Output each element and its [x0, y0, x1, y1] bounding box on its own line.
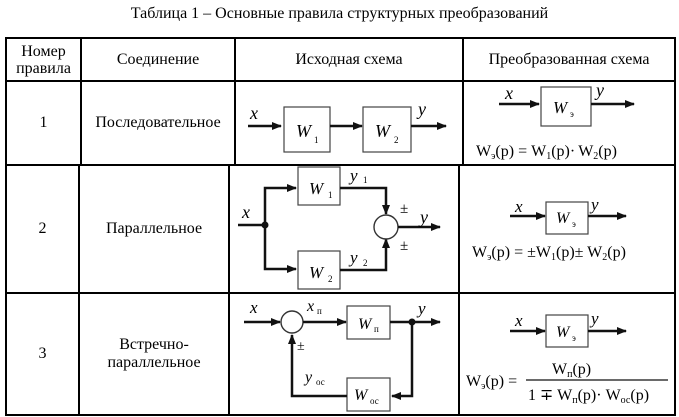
svg-text:э: э	[572, 333, 576, 343]
label-y1: y	[348, 166, 358, 185]
label-y: y	[418, 207, 428, 227]
label-x: x	[514, 311, 523, 330]
formula-row-3-lhs: Wэ(p) =	[466, 373, 517, 392]
label-x: x	[504, 83, 513, 103]
block-w2: W	[309, 263, 325, 282]
block-we-sub: э	[570, 109, 574, 119]
row-3-number: 3	[38, 345, 47, 362]
table-border	[234, 37, 236, 165]
svg-text:1: 1	[363, 175, 368, 185]
label-y2: y	[348, 248, 358, 267]
label-x: x	[249, 103, 258, 123]
svg-text:п: п	[374, 324, 379, 334]
row-1-converted-diagram: x y W э Wэ(p) =W1(p)·W2(p)	[476, 80, 635, 162]
block-we: W	[553, 98, 569, 117]
svg-text:1: 1	[328, 190, 333, 200]
label-y: y	[594, 80, 604, 100]
label-x: x	[249, 298, 258, 317]
sign-top: ±	[400, 201, 408, 217]
row-2-converted-diagram: x y W э Wэ(p) = ±W1(p)± W2(p)	[472, 195, 627, 263]
formula-row-3-numerator: Wп(p)	[552, 361, 591, 380]
svg-text:ос: ос	[316, 377, 325, 387]
table-border	[674, 37, 676, 416]
formula-row-3-denominator: 1 ∓ Wп(p)· Wос(p)	[528, 387, 649, 406]
svg-text:ос: ос	[370, 396, 379, 406]
svg-text:э: э	[572, 219, 576, 229]
label-xp: x	[306, 298, 314, 315]
row-3-connection: Встречно- параллельное	[107, 336, 201, 371]
svg-text:2: 2	[363, 258, 368, 268]
block-w2: W	[375, 121, 392, 141]
row-1-original-diagram: x y W 1 W 2	[248, 99, 447, 153]
table-border	[5, 164, 676, 166]
header-rule-number: Номер правила	[16, 42, 71, 77]
row-3-converted-diagram: x y W э Wэ(p) = Wп(p) 1 ∓ Wп(p)· Wос(p)	[466, 309, 668, 406]
label-y: y	[589, 195, 599, 214]
header-original-scheme: Исходная схема	[295, 50, 403, 68]
label-y: y	[416, 99, 426, 119]
header-connection: Соединение	[116, 50, 200, 68]
row-2-number: 2	[38, 220, 47, 237]
svg-text:п: п	[317, 306, 322, 316]
block-woc: W	[354, 387, 369, 404]
row-1-connection: Последовательное	[95, 114, 221, 131]
table-border	[78, 164, 80, 416]
block-we: W	[556, 324, 571, 341]
block-w1: W	[296, 121, 313, 141]
label-x: x	[514, 197, 523, 216]
block-w1-sub: 1	[314, 135, 319, 145]
feedback-sign: ±	[297, 339, 305, 354]
table-border	[5, 292, 676, 294]
header-converted-scheme: Преобразованная схема	[488, 50, 650, 68]
table-border	[5, 80, 676, 82]
label-y: y	[416, 299, 426, 318]
row-2-connection: Параллельное	[105, 220, 203, 237]
label-yoc: y	[303, 369, 313, 386]
block-wp: W	[358, 316, 373, 333]
row-3-original-diagram: x y x п ± W п W ос y ос	[244, 298, 441, 412]
formula-row-2: Wэ(p) = ±W1(p)± W2(p)	[472, 244, 626, 263]
table-border	[228, 164, 230, 416]
formula-row-1: Wэ(p) =W1(p)·W2(p)	[476, 143, 617, 162]
table-border	[458, 164, 460, 416]
row-2-original-diagram: x y y 1 y 2 ± ± W 1 W 2	[238, 166, 441, 290]
row-1-number: 1	[39, 114, 48, 131]
block-we: W	[556, 210, 571, 227]
label-y: y	[589, 309, 599, 328]
label-x: x	[241, 202, 250, 222]
table-border	[5, 414, 676, 416]
svg-text:2: 2	[328, 274, 333, 284]
table-border	[5, 37, 676, 39]
block-w1: W	[309, 179, 325, 198]
table-caption: Таблица 1 – Основные правила структурных…	[130, 5, 549, 22]
sign-bottom: ±	[400, 238, 408, 254]
table-border	[5, 37, 7, 416]
table-border	[462, 37, 464, 165]
block-w2-sub: 2	[394, 135, 399, 145]
table-border	[80, 37, 82, 165]
